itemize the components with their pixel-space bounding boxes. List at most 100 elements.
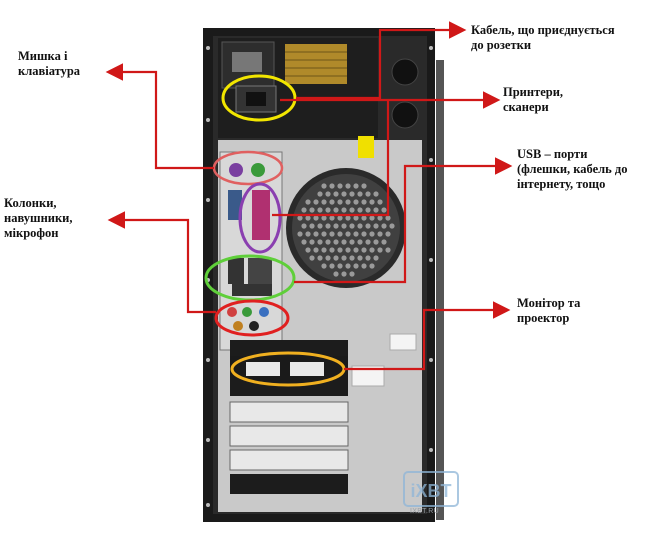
fan-hole (357, 207, 363, 213)
lpt-port (252, 190, 270, 240)
fan-hole (305, 215, 311, 221)
fan-hole (333, 223, 339, 229)
arrow-usb (294, 157, 513, 284)
serial-sticker (389, 333, 417, 351)
fan-hole (353, 231, 359, 237)
fan-hole (337, 263, 343, 269)
fan-hole (321, 183, 327, 189)
fan-hole (313, 215, 319, 221)
fan-hole (317, 191, 323, 197)
fan-hole (341, 191, 347, 197)
fan-hole (297, 215, 303, 221)
fan-hole (361, 199, 367, 205)
fan-hole (381, 207, 387, 213)
audio-highlight (214, 299, 290, 337)
round-vent-bottom (391, 101, 419, 129)
fan-hole (349, 207, 355, 213)
label-usb: USB – порти (флешки, кабель до інтернету… (517, 147, 628, 191)
fan-hole (333, 191, 339, 197)
label-mouse-keyboard: Мишка і клавіатура (18, 49, 81, 78)
fan-hole (309, 223, 315, 229)
fan-hole (381, 239, 387, 245)
psu-switch (232, 52, 262, 72)
fan-hole (321, 231, 327, 237)
fan-hole (313, 199, 319, 205)
fan-hole (361, 263, 367, 269)
audio-jack-red (227, 307, 237, 317)
usb-ports-bottom (232, 284, 272, 296)
fan-hole (333, 239, 339, 245)
fan-hole (341, 271, 347, 277)
fan-hole (365, 207, 371, 213)
fan-hole (357, 239, 363, 245)
fan-hole (377, 247, 383, 253)
fan-hole (345, 263, 351, 269)
fan-hole (309, 255, 315, 261)
fan-hole (301, 207, 307, 213)
watermark-site-text: IXBT.RU (410, 508, 439, 515)
fan-hole (309, 239, 315, 245)
lpt-highlight (238, 182, 282, 254)
fan-hole (353, 263, 359, 269)
fan-hole (361, 215, 367, 221)
case-side-edge (436, 60, 444, 520)
fan-hole (301, 223, 307, 229)
fan-hole (353, 247, 359, 253)
fan-hole (305, 247, 311, 253)
fan-hole (321, 263, 327, 269)
fan-hole (365, 239, 371, 245)
fan-hole (337, 231, 343, 237)
fan-hole (329, 183, 335, 189)
fan-hole (321, 199, 327, 205)
fan-hole (389, 223, 395, 229)
fan-hole (369, 199, 375, 205)
fan-hole (365, 191, 371, 197)
computer-case (203, 28, 444, 522)
fan-hole (341, 255, 347, 261)
ps2-mouse-port (251, 163, 265, 177)
fan-hole (385, 215, 391, 221)
fan-hole (361, 183, 367, 189)
fan-hole (345, 215, 351, 221)
audio-jack-black (249, 321, 259, 331)
fan-hole (313, 247, 319, 253)
fan-hole (369, 263, 375, 269)
fan-hole (325, 239, 331, 245)
fan-hole (373, 191, 379, 197)
round-vent-top (391, 58, 419, 86)
fan-hole (345, 247, 351, 253)
fan-hole (349, 271, 355, 277)
label-audio: Колонки, навушники, мікрофон (4, 196, 73, 240)
lan-usb-ports (248, 258, 272, 284)
fan-hole (337, 183, 343, 189)
psu-grill-lines (285, 51, 347, 77)
fan-hole (309, 207, 315, 213)
barcode-sticker (351, 365, 385, 387)
fan-hole (297, 231, 303, 237)
watermark-logo: iXBT (403, 471, 459, 507)
fan-hole (305, 231, 311, 237)
watermark-logo-text: iXBT (410, 481, 451, 501)
fan-hole (377, 231, 383, 237)
fan-hole (361, 231, 367, 237)
arrow-audio (107, 211, 216, 314)
fan-hole (365, 223, 371, 229)
fan-hole (317, 223, 323, 229)
fan-hole (353, 199, 359, 205)
case-screws-right (429, 46, 433, 452)
fan-hole (381, 223, 387, 229)
fan-hole (353, 183, 359, 189)
fan-hole (321, 247, 327, 253)
audio-jack-green (242, 307, 252, 317)
dvi-port-2 (290, 362, 324, 376)
fan-hole (357, 255, 363, 261)
fan-hole (329, 199, 335, 205)
fan-hole (325, 255, 331, 261)
expansion-slots (229, 340, 349, 494)
fan-hole (329, 247, 335, 253)
label-power-cable: Кабель, що приєднується до розетки (471, 23, 615, 52)
audio-jack-blue (259, 307, 269, 317)
fan-hole (357, 223, 363, 229)
fan-hole (333, 271, 339, 277)
